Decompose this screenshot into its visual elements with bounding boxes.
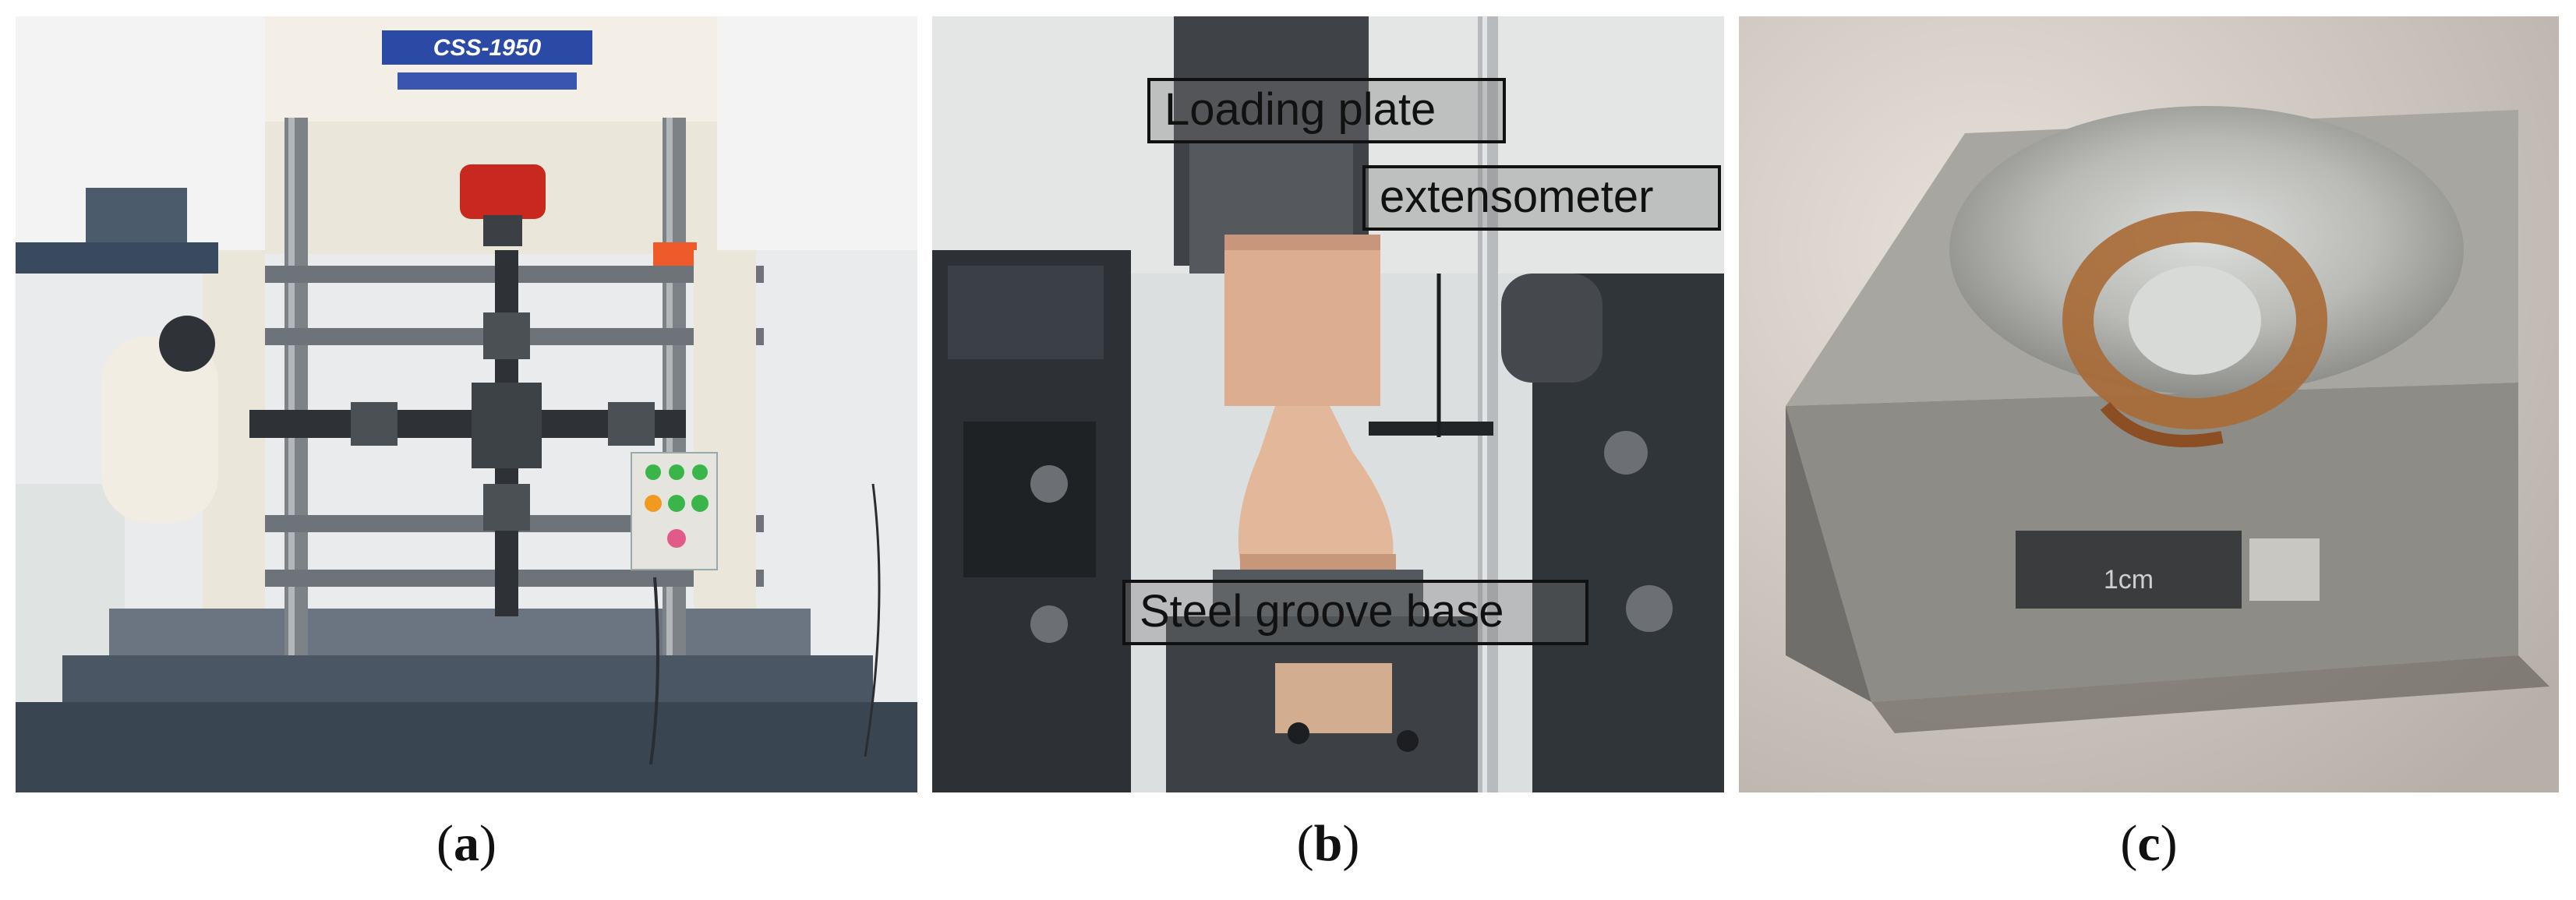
indicator-light-icon (668, 495, 685, 512)
emergency-button-icon (667, 529, 686, 548)
rust-ring (2062, 211, 2327, 429)
callout-steel-groove-base: Steel groove base (1122, 580, 1588, 645)
caption-letter: a (454, 815, 479, 872)
photo-panel-c: 1cm (1739, 16, 2559, 792)
red-load-cell (460, 164, 546, 219)
indicator-light-icon (669, 464, 684, 480)
photo-panel-b (932, 16, 1724, 792)
indicator-light-icon (692, 464, 708, 480)
specimen-loading-photo (932, 16, 1724, 792)
indicator-light-icon (645, 464, 661, 480)
testing-machine-photo: CSS-1950 (16, 16, 917, 792)
caption-b: (b) (1296, 815, 1360, 872)
indicator-light-icon (691, 495, 708, 512)
caption-letter: c (2137, 815, 2161, 872)
label-tag (2016, 531, 2242, 609)
caption-letter: b (1313, 815, 1343, 872)
wood-specimen (1238, 406, 1394, 562)
label-tag-text: 1cm (2104, 565, 2154, 595)
machine-label-plate (382, 30, 592, 65)
callout-extensometer: extensometer (1362, 165, 1721, 231)
callout-loading-plate: Loading plate (1147, 78, 1506, 143)
indicator-light-icon (645, 495, 662, 512)
caption-c: (c) (2120, 815, 2178, 872)
caption-a: (a) (436, 815, 496, 872)
photo-panel-a: CSS-1950 (16, 16, 917, 792)
wood-block (1224, 235, 1380, 406)
steel-groove-block-photo: 1cm (1739, 16, 2559, 792)
machine-label: CSS-1950 (433, 35, 542, 61)
